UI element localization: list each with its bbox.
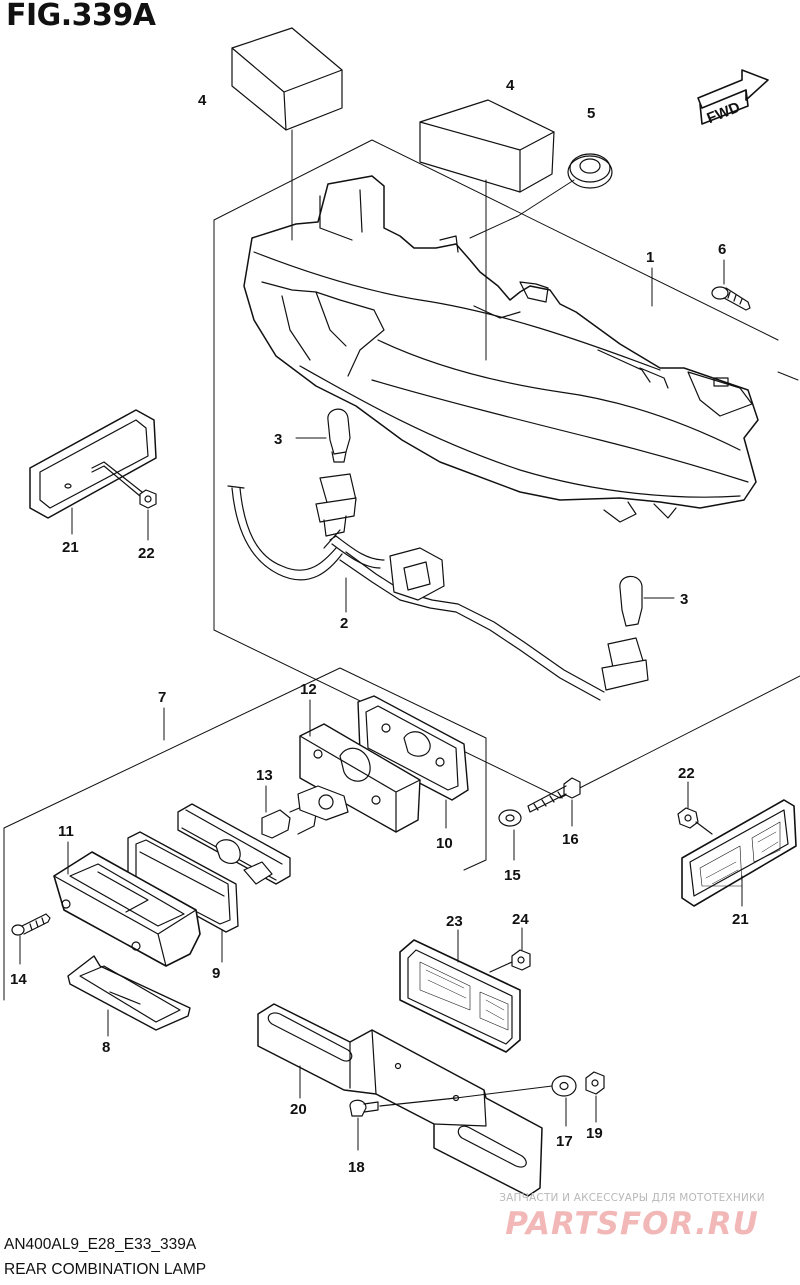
part-23-reflector (399, 939, 521, 1053)
callout-20: 20 (290, 1101, 307, 1118)
callout-23: 23 (446, 913, 463, 930)
part-16-bolt (527, 777, 581, 813)
part-13-small-bulb (261, 785, 349, 839)
leader-17-bracket (455, 1085, 553, 1099)
part-22-nut-left (91, 461, 157, 509)
part-4-pad-left (231, 27, 343, 131)
part-2-wiring-harness (227, 485, 605, 701)
callout-12: 12 (300, 681, 317, 698)
part-19-nut (585, 1071, 605, 1095)
callout-9: 9 (212, 965, 220, 982)
callout-21-right: 21 (732, 911, 749, 928)
callout-6: 6 (718, 241, 726, 258)
callout-14: 14 (10, 971, 27, 988)
callout-3-lower: 3 (680, 591, 688, 608)
callout-17: 17 (556, 1133, 573, 1150)
lamp-socket-lower (601, 637, 649, 691)
license-lamp-bulb-holder (177, 803, 291, 885)
part-21-reflector-left (29, 409, 157, 519)
callout-11: 11 (58, 823, 74, 840)
part-22-nut-right (677, 807, 713, 835)
license-lamp-group-frame (3, 667, 487, 1001)
part-15-washer (498, 809, 522, 827)
leader-5-housing (469, 179, 575, 239)
callout-21-left: 21 (62, 539, 79, 556)
callout-3-upper: 3 (274, 431, 282, 448)
callout-2: 2 (340, 615, 348, 632)
callout-1: 1 (646, 249, 654, 266)
callout-5: 5 (587, 105, 595, 122)
part-24-nut (489, 949, 531, 973)
callout-4-right: 4 (506, 77, 515, 94)
figure-caption: REAR COMBINATION LAMP (4, 1261, 207, 1278)
part-12-lamp-holder (299, 723, 421, 833)
callout-18: 18 (348, 1159, 365, 1176)
callout-10: 10 (436, 835, 453, 852)
part-21-reflector-right (681, 799, 797, 907)
callout-22-right: 22 (678, 765, 695, 782)
figure-title: FIG.339A (6, 0, 156, 33)
fwd-arrow: FWD (697, 69, 769, 127)
part-18-bolt (349, 1097, 457, 1117)
part-14-screw (11, 913, 51, 936)
callout-7: 7 (158, 689, 166, 706)
lamp-socket-upper (315, 473, 357, 537)
part-3-bulb-upper (327, 408, 351, 463)
part-17-washer (551, 1075, 577, 1097)
callout-22-left: 22 (138, 545, 155, 562)
callout-8: 8 (102, 1039, 110, 1056)
part-11-license-lamp-housing (53, 851, 201, 967)
part-4-pad-right (419, 99, 555, 193)
callout-16: 16 (562, 831, 579, 848)
part-20-bracket (257, 1003, 543, 1197)
figure-code: AN400AL9_E28_E33_339A (4, 1236, 197, 1253)
part-1-lamp-housing (243, 175, 759, 523)
part-3-bulb-lower (619, 575, 643, 627)
callout-19: 19 (586, 1125, 603, 1142)
part-10-gasket (357, 695, 469, 801)
part-8-cover (67, 955, 191, 1031)
callout-13: 13 (256, 767, 273, 784)
callout-24: 24 (512, 911, 529, 928)
part-6-screw (711, 286, 751, 311)
part-5-grommet (567, 153, 613, 189)
callout-15: 15 (504, 867, 521, 884)
callout-4-left: 4 (198, 92, 207, 109)
